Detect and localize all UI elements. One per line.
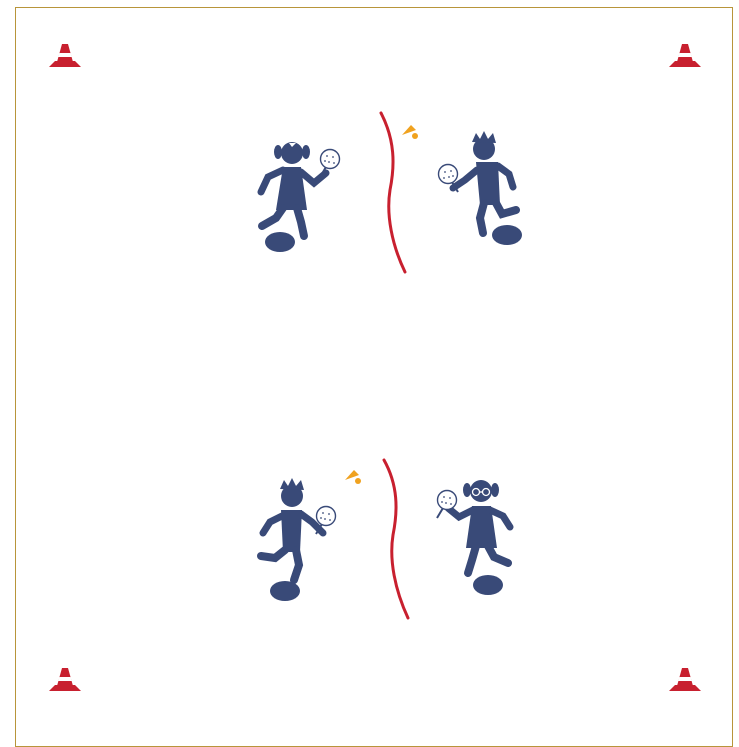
cone-icon-top-left bbox=[49, 44, 81, 67]
station-1 bbox=[261, 113, 522, 272]
player-girl-icon bbox=[261, 142, 326, 252]
player-boy-icon bbox=[453, 131, 522, 245]
net-line bbox=[384, 460, 408, 618]
paddle-icon bbox=[316, 507, 336, 535]
shuttlecock-icon bbox=[402, 125, 418, 139]
net-line bbox=[381, 113, 405, 272]
paddle-icon bbox=[320, 150, 340, 178]
station-2 bbox=[261, 460, 510, 618]
player-boy-icon bbox=[261, 478, 323, 601]
diagram-canvas bbox=[0, 0, 739, 723]
cone-icon-bottom-left bbox=[49, 668, 81, 691]
cone-icon-top-right bbox=[669, 44, 701, 67]
cone-icon-bottom-right bbox=[669, 668, 701, 691]
shuttlecock-icon bbox=[345, 470, 361, 484]
drill-diagram bbox=[0, 0, 739, 723]
player-girl-glasses-icon bbox=[448, 480, 510, 595]
paddle-icon bbox=[439, 165, 459, 193]
